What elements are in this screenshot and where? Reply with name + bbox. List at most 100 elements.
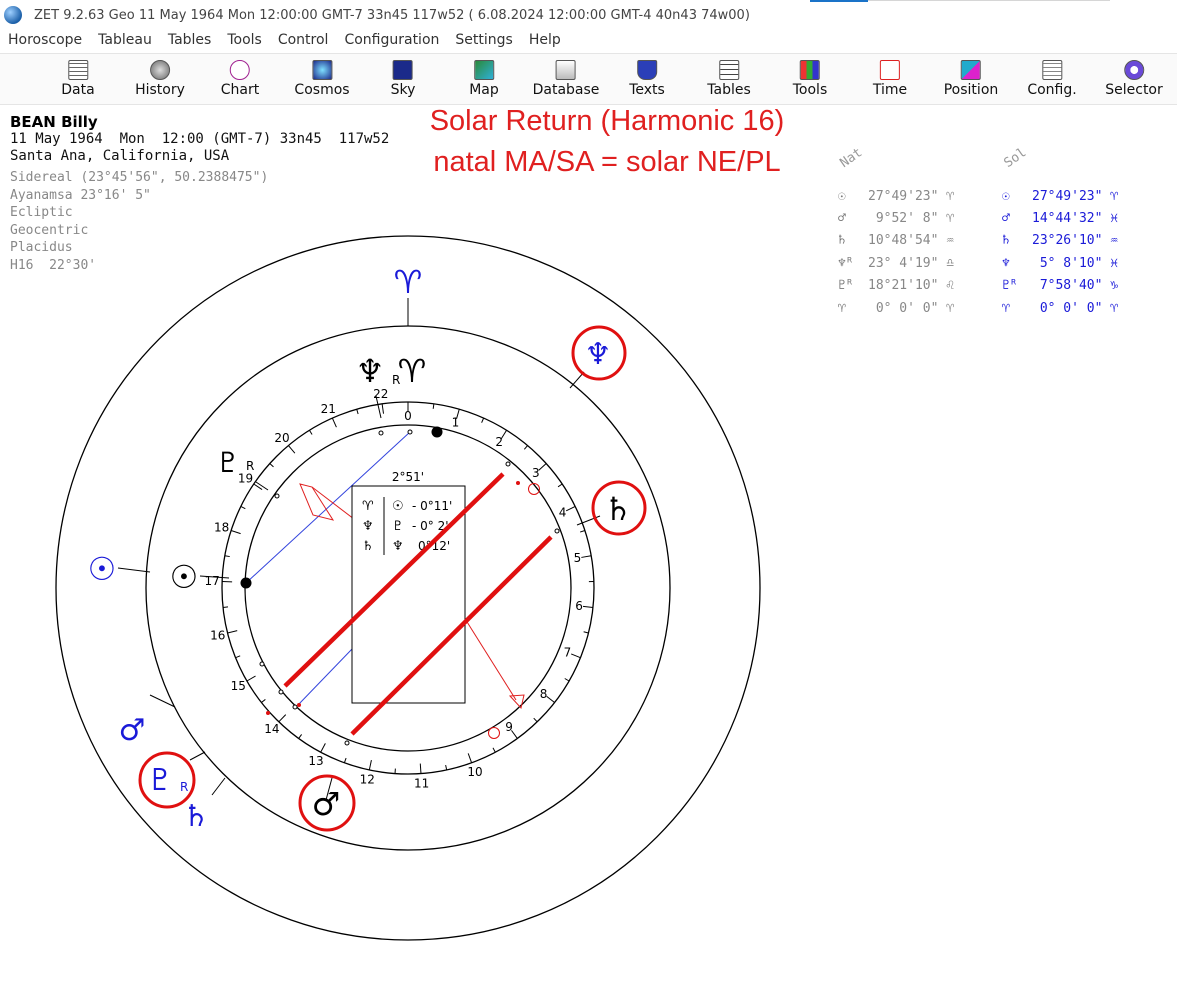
dial-tick: [278, 714, 287, 723]
dial-tick: [456, 409, 460, 419]
box-row-1-a: ♈: [362, 499, 374, 514]
dial-number-15: 15: [231, 679, 246, 693]
dial-number-7: 7: [564, 645, 572, 659]
toolbar-texts-button[interactable]: Texts: [629, 56, 665, 104]
dial-number-19: 19: [238, 471, 253, 485]
aspect-line-blue-upper: [245, 431, 411, 584]
natal-saturn-icon: ♄: [838, 233, 846, 248]
solar-aries-point-icon: ♈: [1002, 301, 1010, 316]
toolbar-position-button[interactable]: Position: [944, 56, 998, 104]
solar-neptune-glyph[interactable]: ♆: [585, 337, 612, 372]
dial-tick: [583, 631, 589, 634]
natal-aries-point-icon: ♈: [838, 301, 846, 316]
dial-marker-filled-top: [431, 426, 443, 438]
dial-tick: [492, 747, 496, 753]
dial-number-0: 0: [404, 409, 412, 423]
toolbar-selector-button[interactable]: Selector: [1105, 56, 1163, 104]
toolbar-config-button[interactable]: Config.: [1027, 56, 1077, 104]
dial-number-2: 2: [495, 435, 503, 449]
natal-neptune-glyph[interactable]: ♆: [356, 352, 385, 390]
dial-number-3: 3: [532, 466, 540, 480]
natal-mars-position: 9°52' 8" ♈: [868, 211, 955, 226]
position-row-mars: ♂ 9°52' 8" ♈ ♂ 14°44'32" ♓: [838, 211, 1138, 233]
setting-zodiac: Sidereal (23°45'56", 50.2388475"): [10, 170, 269, 185]
dial-tick: [309, 429, 313, 435]
menu-tables[interactable]: Tables: [167, 32, 212, 48]
natal-mars-glyph[interactable]: ♂: [312, 785, 341, 823]
dial-tick: [222, 606, 229, 608]
toolbar-button-label: Config.: [1027, 82, 1077, 98]
solar-sun-glyph[interactable]: ☉: [88, 550, 117, 588]
menu-settings[interactable]: Settings: [455, 32, 513, 48]
dial-tick: [581, 555, 592, 558]
solar-saturn-glyph[interactable]: ♄: [604, 490, 633, 528]
solar-saturn-outer-glyph[interactable]: ♄: [183, 799, 210, 834]
toolbar-chart-button[interactable]: Chart: [221, 56, 259, 104]
dial-tick: [230, 530, 241, 535]
birth-datetime: 11 May 1964 Mon 12:00 (GMT-7) 33n45 117w…: [10, 131, 390, 147]
menu-help[interactable]: Help: [528, 32, 561, 48]
dial-tick: [565, 506, 576, 512]
natal-pluto-glyph[interactable]: ♇: [215, 446, 240, 479]
solar-sun-icon: ☉: [1002, 189, 1010, 204]
dial-tick: [235, 655, 241, 659]
titlebar-accent-line: [810, 0, 868, 2]
dial-tick: [246, 675, 256, 682]
toolbar-button-label: Sky: [390, 82, 416, 98]
menu-horoscope[interactable]: Horoscope: [8, 32, 83, 48]
natal-sun-position: 27°49'23" ♈: [868, 189, 955, 204]
window-title: ZET 9.2.63 Geo 11 May 1964 Mon 12:00:00 …: [34, 7, 750, 23]
dial-tick: [538, 463, 547, 471]
highlight-circles: [138, 325, 647, 832]
chart-wheel-icon: [229, 60, 250, 80]
menu-tableau[interactable]: Tableau: [98, 32, 152, 48]
sky-stars-icon: [393, 60, 413, 80]
natal-pluto-position: 18°21'10" ♌: [868, 278, 955, 293]
dial-number-22: 22: [373, 387, 388, 401]
toolbar-time-button[interactable]: Time: [873, 56, 907, 104]
aspect-diamond: [508, 694, 525, 710]
natal-aries-point-glyph[interactable]: ♈: [398, 352, 427, 390]
midpoint-box-title: 2°51': [392, 470, 424, 484]
toolbar-button-label: Texts: [629, 82, 665, 98]
solar-mars-glyph[interactable]: ♂: [119, 713, 146, 748]
dial-tick: [320, 743, 326, 753]
menu-control[interactable]: Control: [277, 32, 329, 48]
toolbar-sky-button[interactable]: Sky: [390, 56, 416, 104]
dial-ticks: [222, 402, 594, 774]
dial-tick: [557, 483, 563, 488]
toolbar-tools-button[interactable]: Tools: [793, 56, 827, 104]
dial-number-12: 12: [360, 773, 375, 787]
position-row-sun: ☉ 27°49'23" ♈ ☉ 27°49'23" ♈: [838, 189, 1138, 211]
toolbar-database-button[interactable]: Database: [533, 56, 599, 104]
map-icon: [473, 60, 494, 80]
dial-number-21: 21: [321, 402, 336, 416]
dial-tick: [381, 403, 385, 414]
toolbar-cosmos-button[interactable]: Cosmos: [294, 56, 350, 104]
dial-tick: [564, 678, 570, 682]
toolbar-tables-button[interactable]: Tables: [707, 56, 751, 104]
solar-saturn-icon: ♄: [1002, 233, 1010, 248]
natal-saturn-position: 10°48'54" ♒: [868, 233, 955, 248]
window-titlebar: ZET 9.2.63 Geo 11 May 1964 Mon 12:00:00 …: [0, 0, 1177, 30]
menu-configuration[interactable]: Configuration: [344, 32, 440, 48]
setting-center: Geocentric: [10, 222, 89, 238]
natal-sun-glyph[interactable]: ☉: [170, 558, 199, 596]
main-toolbar: Data History Chart Cosmos Sky Map Databa…: [0, 53, 1177, 105]
box-row-3-a: ♄: [362, 539, 374, 554]
solar-aries-point-position: 0° 0' 0" ♈: [1032, 301, 1119, 316]
toolbar-data-button[interactable]: Data: [61, 56, 95, 104]
toolbar-history-button[interactable]: History: [135, 56, 185, 104]
dial-number-10: 10: [467, 765, 482, 779]
toolbar-button-label: Time: [872, 82, 908, 98]
dial-number-5: 5: [574, 551, 582, 565]
toolbar-map-button[interactable]: Map: [469, 56, 499, 104]
dial-tick: [356, 409, 359, 415]
menu-tools[interactable]: Tools: [227, 32, 262, 48]
solar-aries-point-glyph[interactable]: ♈: [394, 263, 423, 301]
texts-shield-icon: [636, 60, 657, 80]
chart-info-panel: BEAN Billy 11 May 1964 Mon 12:00 (GMT-7)…: [10, 113, 389, 274]
solar-pluto-glyph[interactable]: ♇: [147, 763, 174, 798]
solar-glyph-group: ♈ ♆ ♄ ☉ ♂ ♇ R ♄ ♂: [88, 263, 633, 834]
